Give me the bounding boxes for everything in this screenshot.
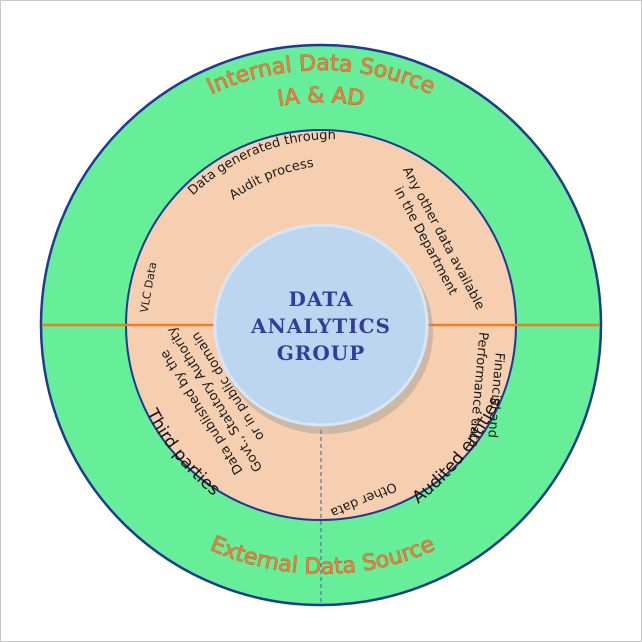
internal-source-subtitle: IA & AD xyxy=(276,83,366,112)
financial-line1: Financial and xyxy=(484,352,506,438)
center-line2: ANALYTICS xyxy=(250,314,391,338)
center-line1: DATA xyxy=(288,287,353,311)
center-line3: GROUP xyxy=(277,341,366,365)
center-circle xyxy=(213,223,429,427)
